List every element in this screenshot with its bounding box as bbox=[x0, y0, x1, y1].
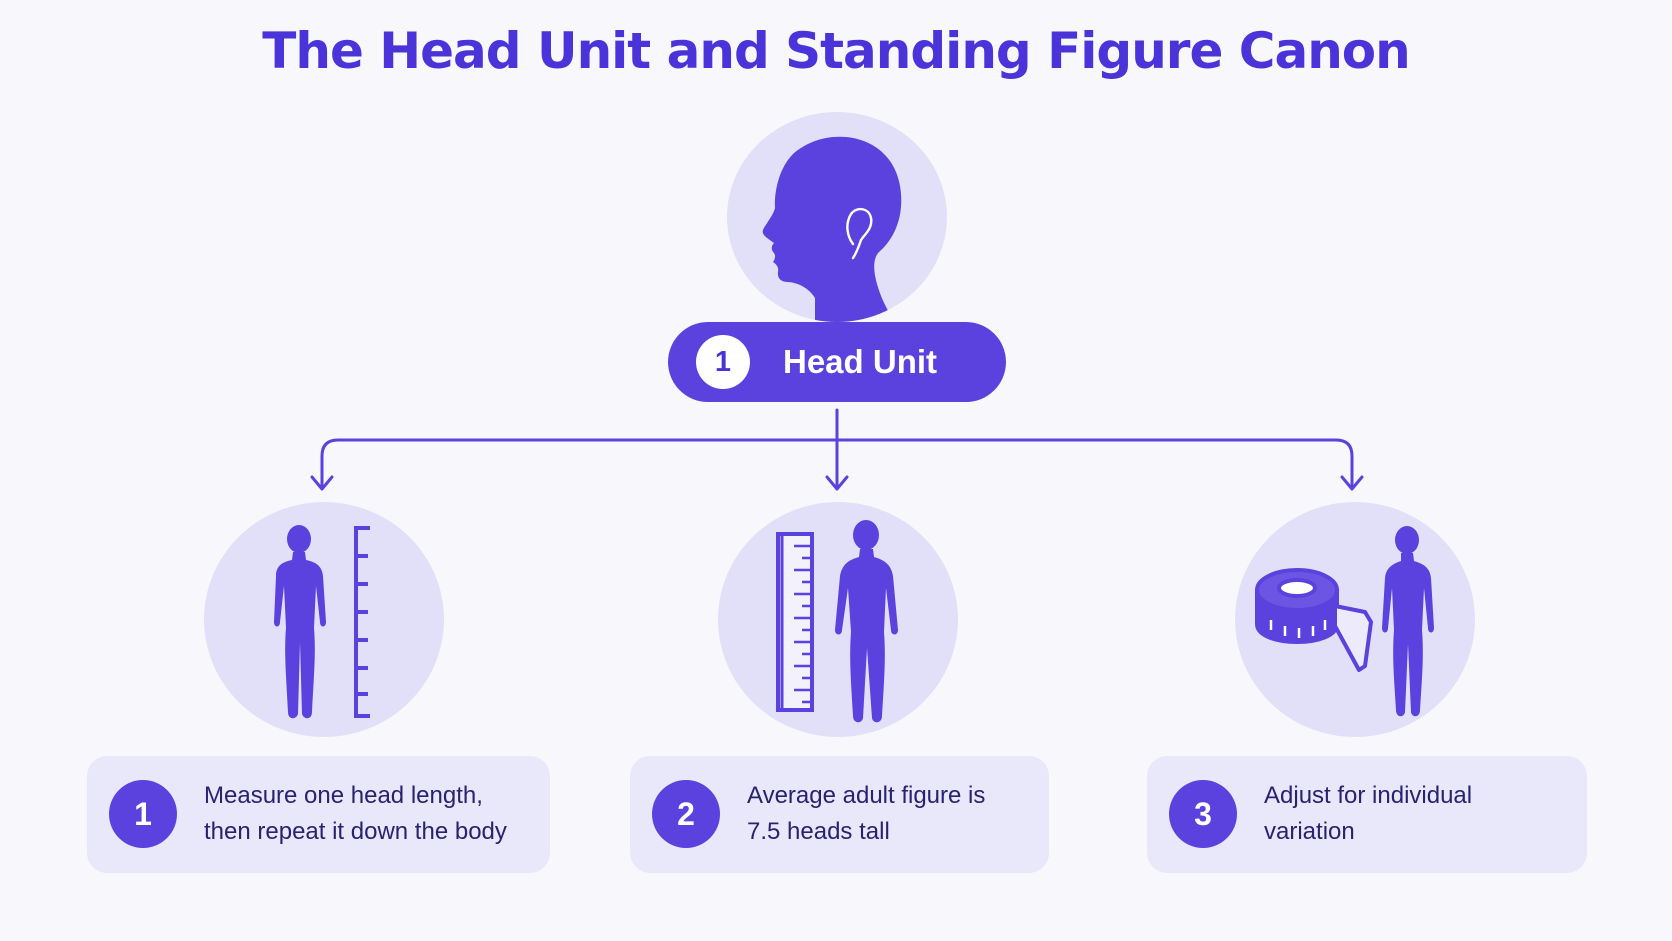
step-3-circle bbox=[1235, 502, 1475, 737]
step-1-text: Measure one head length, then repeat it … bbox=[204, 782, 507, 845]
head-profile-icon bbox=[762, 136, 902, 322]
step-2-circle bbox=[718, 502, 958, 737]
arrowhead-center bbox=[825, 475, 849, 491]
arrowhead-left bbox=[310, 475, 334, 491]
tape-measure-icon bbox=[1255, 526, 1434, 717]
step-card-1: 1 Measure one head length, then repeat i… bbox=[87, 756, 550, 873]
head-unit-number: 1 bbox=[696, 335, 750, 389]
page-title: The Head Unit and Standing Figure Canon bbox=[262, 22, 1411, 80]
arrowhead-right bbox=[1340, 475, 1364, 491]
step-1-circle bbox=[204, 502, 444, 737]
connector-left bbox=[320, 438, 340, 489]
step-3-text: Adjust for individual variation bbox=[1264, 782, 1473, 845]
step-card-2: 2 Average adult figure is 7.5 heads tall bbox=[630, 756, 1049, 873]
connector-right bbox=[1334, 438, 1354, 489]
step-card-3: 3 Adjust for individual variation bbox=[1147, 756, 1587, 873]
figure-with-ruler-icon bbox=[274, 525, 370, 719]
step-2-text: Average adult figure is 7.5 heads tall bbox=[747, 782, 986, 845]
head-unit-label: Head Unit bbox=[783, 343, 938, 380]
step-3-number: 3 bbox=[1169, 780, 1237, 848]
step-1-number: 1 bbox=[109, 780, 177, 848]
ruler-with-figure-icon bbox=[776, 520, 898, 723]
head-unit-pill: 1 Head Unit bbox=[668, 322, 1006, 402]
step-2-number: 2 bbox=[652, 780, 720, 848]
head-circle bbox=[727, 112, 947, 322]
